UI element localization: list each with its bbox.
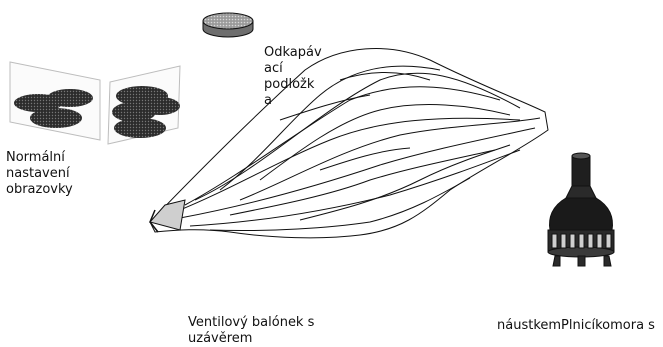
- filling-chamber-label: náustkemPlnicíkomora s: [497, 318, 655, 334]
- drip-pad-illustration: [203, 13, 253, 37]
- filling-chamber-illustration: [548, 153, 614, 266]
- valve-balloon-illustration: [150, 49, 548, 238]
- screen-sheets-illustration: [10, 62, 180, 144]
- drip-pad-label: Odkapáv ací podložk a: [264, 45, 322, 109]
- valve-balloon-label: Ventilový balónek s uzávěrem: [188, 315, 314, 347]
- screen-settings-label: Normální nastavení obrazovky: [6, 150, 73, 198]
